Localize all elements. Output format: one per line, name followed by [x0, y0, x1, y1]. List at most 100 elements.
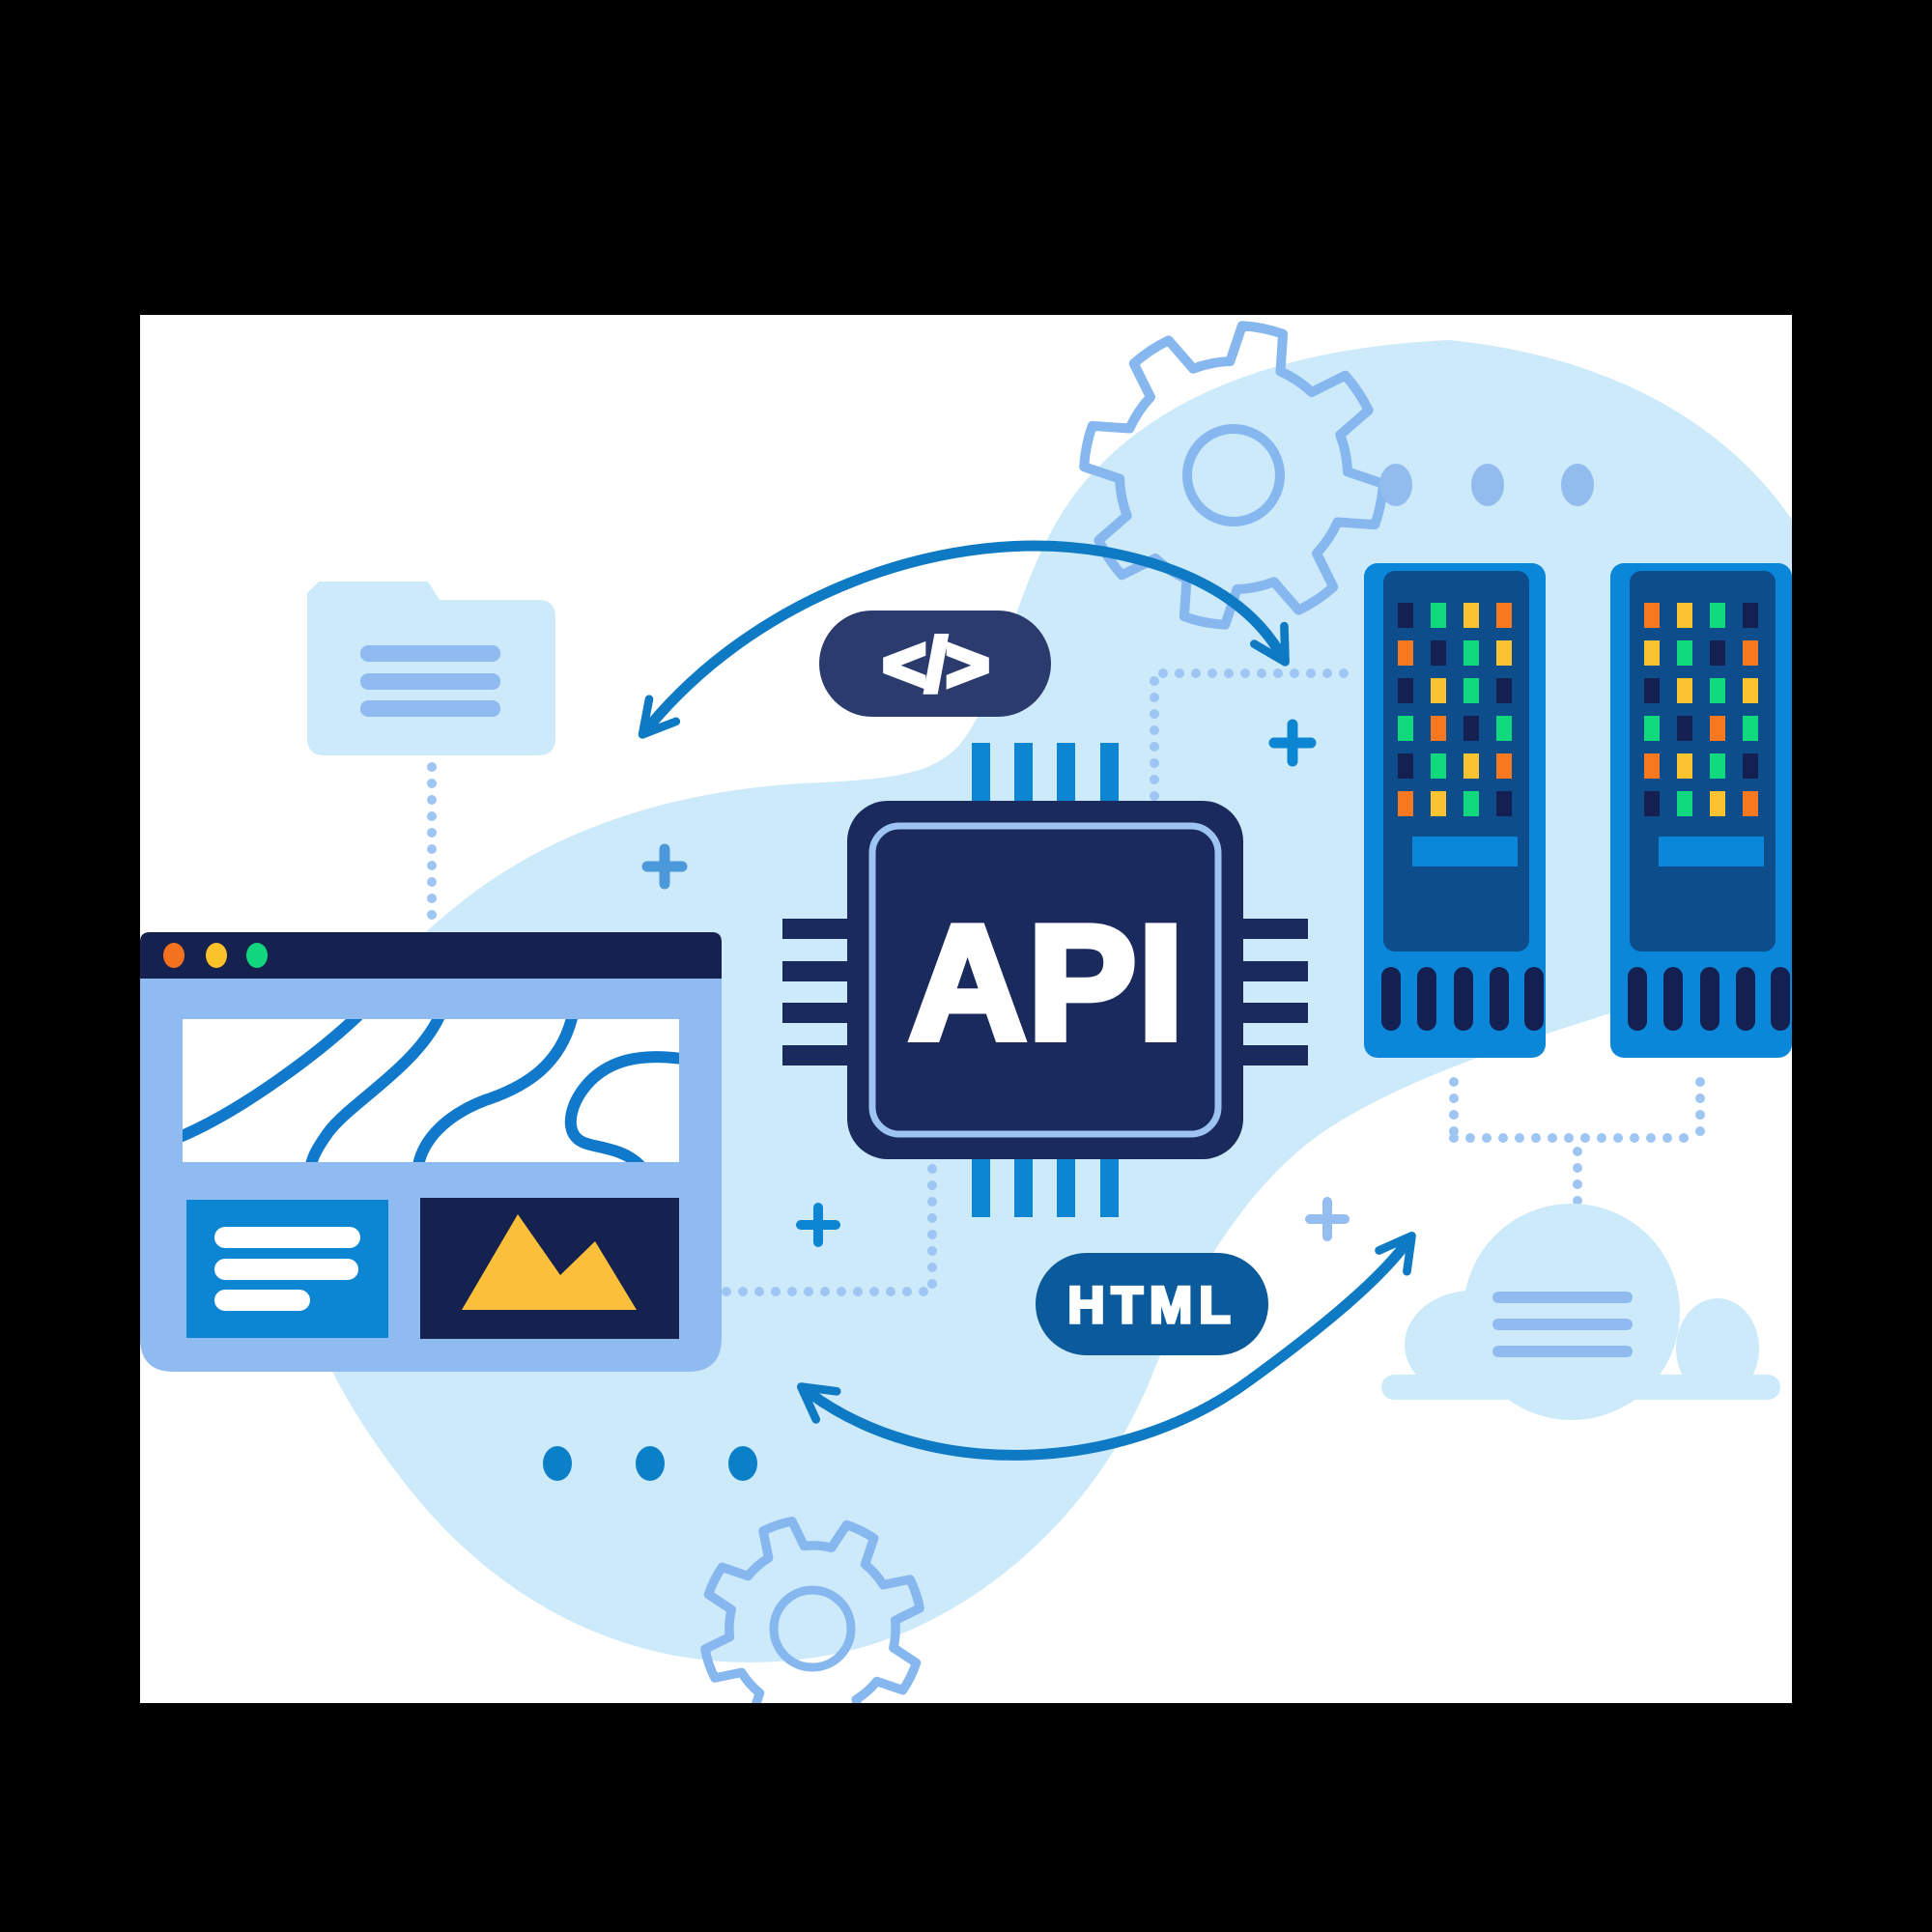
- pin: [1014, 743, 1033, 803]
- indicator-square: [1710, 791, 1725, 816]
- indicator-square: [1431, 678, 1446, 703]
- indicator-square: [1398, 791, 1413, 816]
- indicator-square: [1463, 603, 1479, 628]
- indicator-square: [1496, 716, 1512, 741]
- indicator-square: [1463, 678, 1479, 703]
- traffic-light-yellow: [206, 943, 227, 968]
- indicator-square: [1398, 603, 1413, 628]
- indicator-square: [1496, 753, 1512, 779]
- dot: [1561, 464, 1594, 506]
- pin: [782, 1003, 850, 1023]
- plus-icon: [1268, 719, 1317, 767]
- pin: [1240, 961, 1308, 981]
- vent: [1700, 967, 1719, 1031]
- folder-line: [360, 700, 500, 717]
- mountains-icon: [462, 1214, 637, 1310]
- server-squares: [1398, 603, 1512, 816]
- dark-dots-row: [543, 1446, 757, 1481]
- image-panel: [420, 1198, 679, 1339]
- map-line: [183, 1019, 363, 1143]
- indicator-square: [1431, 791, 1446, 816]
- html-badge: HTML: [1036, 1253, 1268, 1355]
- server-slot: [1659, 837, 1764, 867]
- indicator-square: [1496, 603, 1512, 628]
- pin: [1014, 1157, 1033, 1217]
- traffic-light-green: [246, 943, 268, 968]
- text-line: [214, 1259, 358, 1280]
- vent: [1454, 967, 1473, 1031]
- map-line: [564, 1051, 679, 1162]
- map-line: [412, 1019, 578, 1162]
- indicator-square: [1743, 753, 1758, 779]
- light-dots-row: [1379, 464, 1594, 506]
- indicator-square: [1398, 678, 1413, 703]
- indicator-square: [1644, 603, 1660, 628]
- pin: [1100, 1157, 1119, 1217]
- map-lines: [183, 1019, 679, 1162]
- folder-line: [360, 645, 500, 662]
- dot: [636, 1446, 665, 1481]
- indicator-square: [1710, 603, 1725, 628]
- pin: [972, 743, 990, 803]
- indicator-square: [1463, 640, 1479, 666]
- text-panel: [186, 1200, 388, 1338]
- indicator-square: [1644, 753, 1660, 779]
- pin: [1057, 1157, 1075, 1217]
- indicator-square: [1496, 640, 1512, 666]
- chip-inner-border: [868, 822, 1222, 1138]
- vent: [1628, 967, 1647, 1031]
- vent: [1663, 967, 1683, 1031]
- cloud-line: [1492, 1292, 1633, 1303]
- indicator-square: [1677, 791, 1692, 816]
- indicator-square: [1644, 678, 1660, 703]
- indicator-square: [1644, 791, 1660, 816]
- indicator-square: [1677, 678, 1692, 703]
- server-squares: [1644, 603, 1758, 816]
- cloud-line: [1492, 1346, 1633, 1357]
- dot: [543, 1446, 572, 1481]
- pin: [782, 919, 850, 939]
- dot: [1471, 464, 1504, 506]
- indicator-square: [1431, 603, 1446, 628]
- indicator-square: [1431, 753, 1446, 779]
- indicator-square: [1710, 716, 1725, 741]
- chip-pins-bottom: [972, 1157, 1119, 1217]
- indicator-square: [1710, 678, 1725, 703]
- server-rack-b: [1610, 563, 1792, 1058]
- arrow-code-flow-top: [638, 540, 1290, 739]
- dot: [728, 1446, 757, 1481]
- indicator-square: [1496, 678, 1512, 703]
- indicator-square: [1743, 716, 1758, 741]
- vent: [1490, 967, 1509, 1031]
- indicator-square: [1677, 716, 1692, 741]
- pin: [1100, 743, 1119, 803]
- code-badge-label: </>: [883, 624, 989, 706]
- html-badge-label: HTML: [1067, 1277, 1236, 1334]
- gear-icon-top: [1084, 326, 1383, 625]
- indicator-square: [1677, 603, 1692, 628]
- traffic-light-orange: [163, 943, 185, 968]
- indicator-square: [1463, 753, 1479, 779]
- pin: [1240, 1045, 1308, 1065]
- chip-label: API: [909, 892, 1185, 1073]
- indicator-square: [1743, 640, 1758, 666]
- server-vents: [1628, 967, 1790, 1031]
- indicator-square: [1743, 603, 1758, 628]
- vent: [1524, 967, 1544, 1031]
- plus-icon: [641, 843, 688, 890]
- pin: [1240, 919, 1308, 939]
- browser-titlebar: [140, 932, 722, 979]
- traffic-lights: [163, 943, 268, 968]
- text-line: [214, 1227, 360, 1248]
- server-vents: [1381, 967, 1544, 1031]
- indicator-square: [1710, 640, 1725, 666]
- pin: [1057, 743, 1075, 803]
- vent: [1381, 967, 1401, 1031]
- pin: [972, 1157, 990, 1217]
- indicator-square: [1398, 753, 1413, 779]
- indicator-square: [1431, 716, 1446, 741]
- gear-icon-bottom: [679, 1495, 947, 1763]
- indicator-square: [1677, 753, 1692, 779]
- chip-pins-top: [972, 743, 1119, 803]
